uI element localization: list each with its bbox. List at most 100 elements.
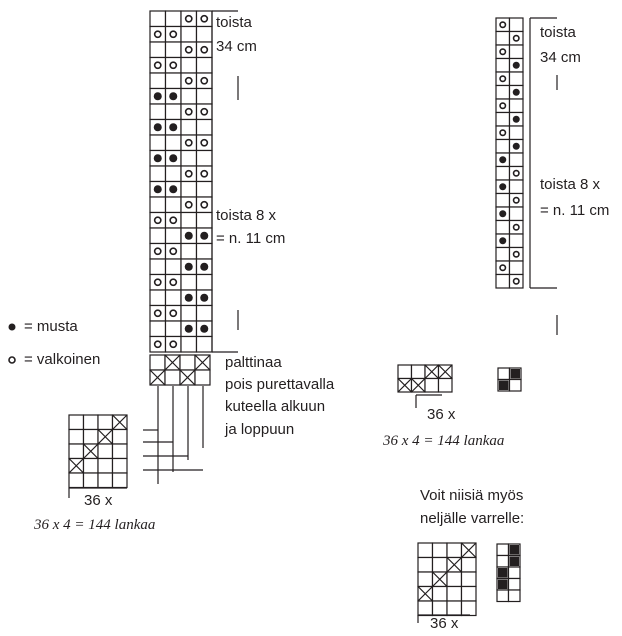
- grid-cell: [507, 566, 521, 580]
- grid-cell: [97, 443, 114, 460]
- black-dot: [184, 231, 193, 240]
- grid-cell: [111, 457, 128, 474]
- grid-cell: [164, 72, 182, 90]
- cross-mark: [194, 354, 211, 371]
- white-dot: [499, 264, 507, 272]
- grid-cell: [417, 556, 434, 573]
- grid-cell: [149, 227, 167, 245]
- black-dot: [200, 293, 209, 302]
- grid-cell: [164, 227, 182, 245]
- grid-cell: [195, 180, 213, 198]
- grid-cell: [508, 378, 522, 392]
- grid-cell: [68, 472, 85, 489]
- grid-cell: [495, 57, 511, 73]
- grid-cell: [195, 149, 213, 167]
- grid-cell: [195, 242, 213, 260]
- white-dot: [153, 61, 162, 70]
- grid-cell: [180, 180, 198, 198]
- grid-cell: [97, 472, 114, 489]
- grid-cell: [417, 571, 434, 588]
- grid-cell: [164, 369, 181, 386]
- grid-cell: [180, 273, 198, 291]
- grid-cell: [508, 44, 524, 60]
- grid-cell: [495, 84, 511, 100]
- cross-mark: [417, 586, 433, 602]
- grid-cell: [164, 134, 182, 152]
- grid-cell: [508, 152, 524, 168]
- grid-cell: [417, 542, 434, 559]
- white-dot: [153, 340, 162, 349]
- legend-black-label: = musta: [24, 318, 78, 335]
- cross-mark: [397, 378, 412, 393]
- white-dot: [200, 200, 209, 209]
- black-fill-cell: [509, 556, 519, 566]
- grid-cell: [495, 165, 511, 181]
- grid-cell: [495, 273, 511, 289]
- black-dot: [512, 61, 520, 69]
- grid-cell: [164, 41, 182, 59]
- grid-cell: [180, 242, 198, 260]
- grid-cell: [149, 354, 166, 371]
- white-dot: [200, 107, 209, 116]
- grid-cell: [164, 289, 182, 307]
- grid-cell: [417, 600, 434, 617]
- grid-cell: [194, 369, 211, 386]
- black-fill-cell: [498, 579, 508, 589]
- grid-cell: [149, 258, 167, 276]
- also-line-1: Voit niisiä myös: [420, 487, 524, 504]
- white-dot: [153, 278, 162, 287]
- grid-cell: [82, 428, 99, 445]
- grid-cell: [149, 134, 167, 152]
- white-dot: [200, 45, 209, 54]
- black-dot: [169, 154, 178, 163]
- grid-cell: [495, 138, 511, 154]
- white-dot: [153, 247, 162, 256]
- black-dot: [200, 324, 209, 333]
- black-dot: [153, 154, 162, 163]
- left-threading-count: 36 x: [84, 492, 113, 509]
- white-dot: [499, 48, 507, 56]
- grid-cell: [431, 556, 448, 573]
- grid-cell: [495, 192, 511, 208]
- grid-cell: [164, 258, 182, 276]
- grid-cell: [508, 260, 524, 276]
- cross-mark: [424, 364, 439, 379]
- grid-cell: [164, 196, 182, 214]
- grid-cell: [495, 219, 511, 235]
- cross-mark: [149, 369, 166, 386]
- grid-cell: [164, 165, 182, 183]
- grid-cell: [424, 377, 440, 393]
- black-dot: [512, 115, 520, 123]
- grid-cell: [149, 41, 167, 59]
- grid-cell: [496, 589, 510, 603]
- grid-cell: [497, 367, 511, 381]
- right-threading-count: 36 x: [427, 406, 456, 423]
- left-repeat8-size: = n. 11 cm: [216, 230, 286, 247]
- grid-cell: [180, 211, 198, 229]
- grid-cell: [507, 577, 521, 591]
- grid-cell: [508, 71, 524, 87]
- grid-cell: [195, 211, 213, 229]
- grid-cell: [195, 118, 213, 136]
- grid-cell: [508, 206, 524, 222]
- white-dot: [200, 138, 209, 147]
- grid-cell: [195, 335, 213, 353]
- grid-cell: [460, 585, 477, 602]
- grid-cell: [397, 364, 413, 380]
- white-dot: [153, 216, 162, 225]
- grid-cell: [495, 30, 511, 46]
- black-fill-cell: [498, 568, 508, 578]
- black-dot: [169, 123, 178, 132]
- grid-cell: [180, 25, 198, 43]
- white-dot: [169, 340, 178, 349]
- black-fill-cell: [510, 369, 520, 379]
- white-dot: [512, 223, 520, 231]
- grid-cell: [507, 589, 521, 603]
- grid-cell: [496, 554, 510, 568]
- right-repeat-size: 34 cm: [540, 49, 581, 66]
- right-repeat8-size: = n. 11 cm: [540, 202, 610, 219]
- cross-mark: [179, 369, 196, 386]
- white-dot: [499, 21, 507, 29]
- white-dot: [200, 76, 209, 85]
- white-dot: [184, 76, 193, 85]
